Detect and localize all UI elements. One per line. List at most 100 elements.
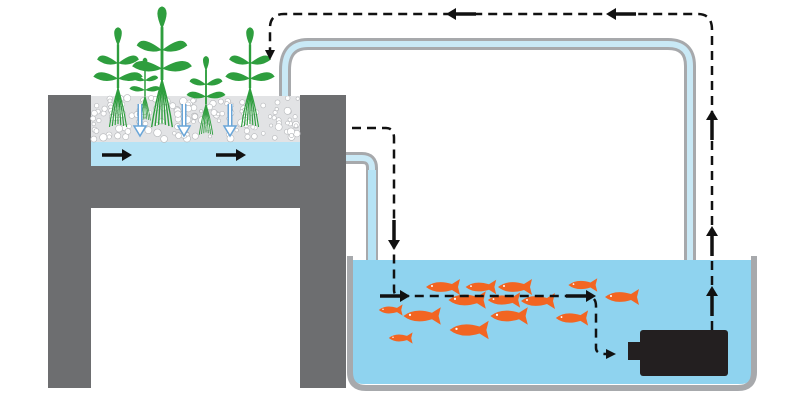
flow-path-drain	[352, 126, 616, 359]
gravel-stone	[269, 123, 274, 128]
gravel-stone	[91, 109, 98, 117]
water-flow	[102, 8, 718, 359]
gravel-stone	[292, 114, 298, 120]
gravel-stone	[207, 134, 212, 139]
stand-shape	[48, 95, 346, 388]
gravel-stone	[191, 113, 198, 120]
grow-bed-stand	[48, 95, 346, 388]
gravel-stone	[216, 118, 221, 123]
plant	[132, 6, 192, 128]
gravel-stone	[174, 110, 182, 118]
fish	[403, 307, 441, 325]
drain-pipe-water	[346, 155, 375, 262]
gravel-stone	[93, 128, 100, 134]
fish-school	[378, 278, 639, 344]
gravel-stone	[261, 131, 266, 136]
gravel-stone	[115, 124, 123, 133]
gravel-stone	[210, 109, 218, 116]
gravel-stone	[91, 121, 96, 127]
drain-pipe	[346, 152, 378, 262]
fish	[448, 291, 486, 309]
gravel-stone	[268, 114, 273, 119]
gravel-stone	[293, 123, 299, 128]
fish	[388, 332, 413, 344]
fish	[378, 304, 403, 316]
gravel-stone	[287, 117, 292, 122]
gravel-stone	[219, 110, 225, 117]
flow-arrow	[606, 8, 636, 20]
nutrient-flow-arrows	[132, 104, 238, 138]
gravel-stone	[285, 95, 291, 101]
gravel-stone	[123, 94, 132, 102]
flow-path-return	[265, 12, 714, 330]
gravel-stone	[99, 133, 108, 142]
drain-stream	[368, 170, 376, 262]
gravel-stone	[244, 133, 251, 140]
gravel-stone	[144, 126, 153, 134]
plant	[225, 27, 275, 128]
gravel-stone	[122, 133, 129, 140]
fish	[498, 279, 532, 295]
gravel-stone	[244, 118, 253, 127]
flow-arrow	[380, 290, 410, 302]
fish	[449, 320, 489, 340]
supply-pipe	[279, 38, 696, 370]
gravel-stone	[153, 128, 162, 137]
gravel-stone	[101, 105, 108, 112]
flow-direction-arrows	[102, 8, 718, 316]
gravel-stone	[199, 109, 204, 114]
gravel-stone	[234, 128, 239, 133]
gravel-stone	[243, 127, 250, 134]
gravel-stone	[250, 124, 256, 130]
gravel-stone	[148, 95, 155, 101]
gravel-stone	[218, 98, 224, 105]
tank-wall	[347, 256, 757, 391]
gravel-stone	[90, 135, 98, 143]
gravel-stone	[169, 102, 176, 109]
gravel-stone	[128, 112, 135, 119]
flow-arrow	[446, 8, 476, 20]
fish	[426, 279, 460, 295]
gravel-stone	[285, 120, 290, 126]
plants	[93, 6, 275, 135]
flow-arrow	[706, 286, 718, 316]
flow-arrow	[566, 290, 596, 302]
gravel-stone	[96, 118, 102, 124]
gravel-stone	[175, 132, 182, 139]
plant-roots	[240, 87, 260, 128]
gravel-stone	[160, 135, 168, 143]
plant	[93, 27, 143, 128]
gravel-stone	[271, 115, 277, 121]
gravel-stone	[114, 132, 122, 140]
pump	[628, 330, 728, 376]
flow-arrow	[102, 149, 132, 161]
gravel-stone	[124, 128, 132, 135]
gravel-stone	[274, 99, 281, 106]
gravel-stone	[239, 109, 244, 114]
gravel-stone	[126, 123, 132, 129]
flow-arrow	[706, 226, 718, 256]
plant-roots	[198, 103, 214, 135]
gravel-stone	[94, 103, 100, 109]
gravel-stone	[106, 134, 112, 140]
plant-roots	[150, 79, 174, 128]
gravel-stone	[239, 99, 246, 106]
gravel-stone	[260, 102, 266, 109]
gravel-stone	[251, 133, 258, 140]
gravel-stone	[190, 97, 196, 104]
gravel-stone	[191, 119, 196, 124]
gravel-stone	[289, 133, 294, 138]
gravel-stone	[274, 123, 283, 131]
gravel-stone	[295, 96, 300, 101]
fish	[568, 278, 598, 292]
gravel-stone	[90, 115, 96, 122]
flow-arrow	[216, 149, 246, 161]
fish	[605, 289, 639, 305]
gravel-stone	[272, 110, 278, 115]
fish	[465, 279, 497, 295]
pump-inlet	[628, 342, 642, 360]
gravel-stone	[283, 107, 292, 115]
gravel-stone	[172, 131, 177, 136]
